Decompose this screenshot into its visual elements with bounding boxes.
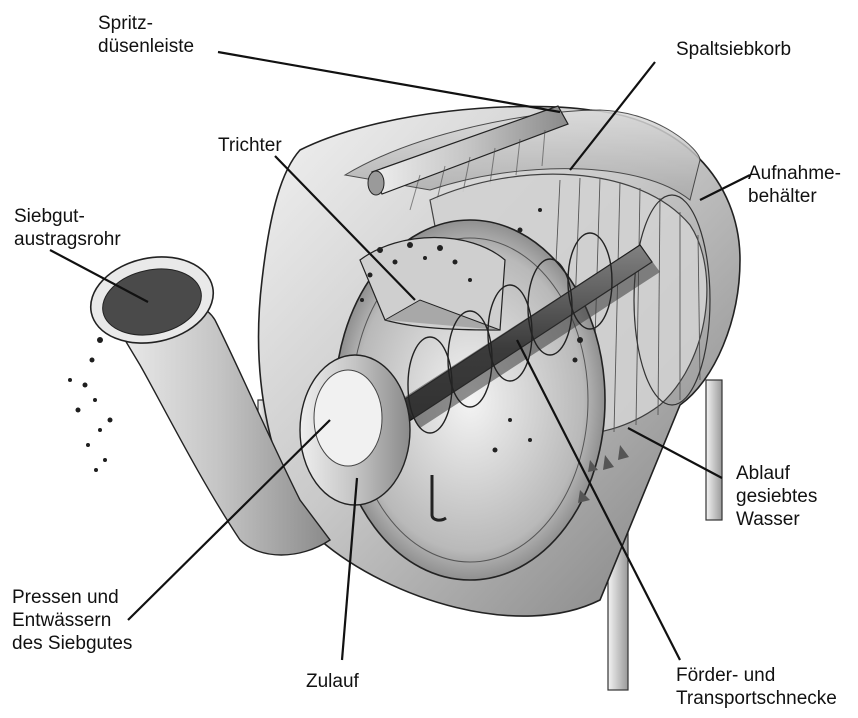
label-discharge-pipe: Siebgut-austragsrohr bbox=[14, 205, 121, 251]
label-wedge-wire-screen-basket: Spaltsiebkorb bbox=[676, 38, 791, 61]
label-funnel: Trichter bbox=[218, 134, 282, 157]
label-spray-nozzle-bar: Spritz-düsenleiste bbox=[98, 12, 194, 58]
press-dewatering-housing bbox=[300, 355, 410, 505]
label-receiving-tank: Aufnahme-behälter bbox=[748, 162, 841, 208]
label-inlet: Zulauf bbox=[306, 670, 359, 693]
